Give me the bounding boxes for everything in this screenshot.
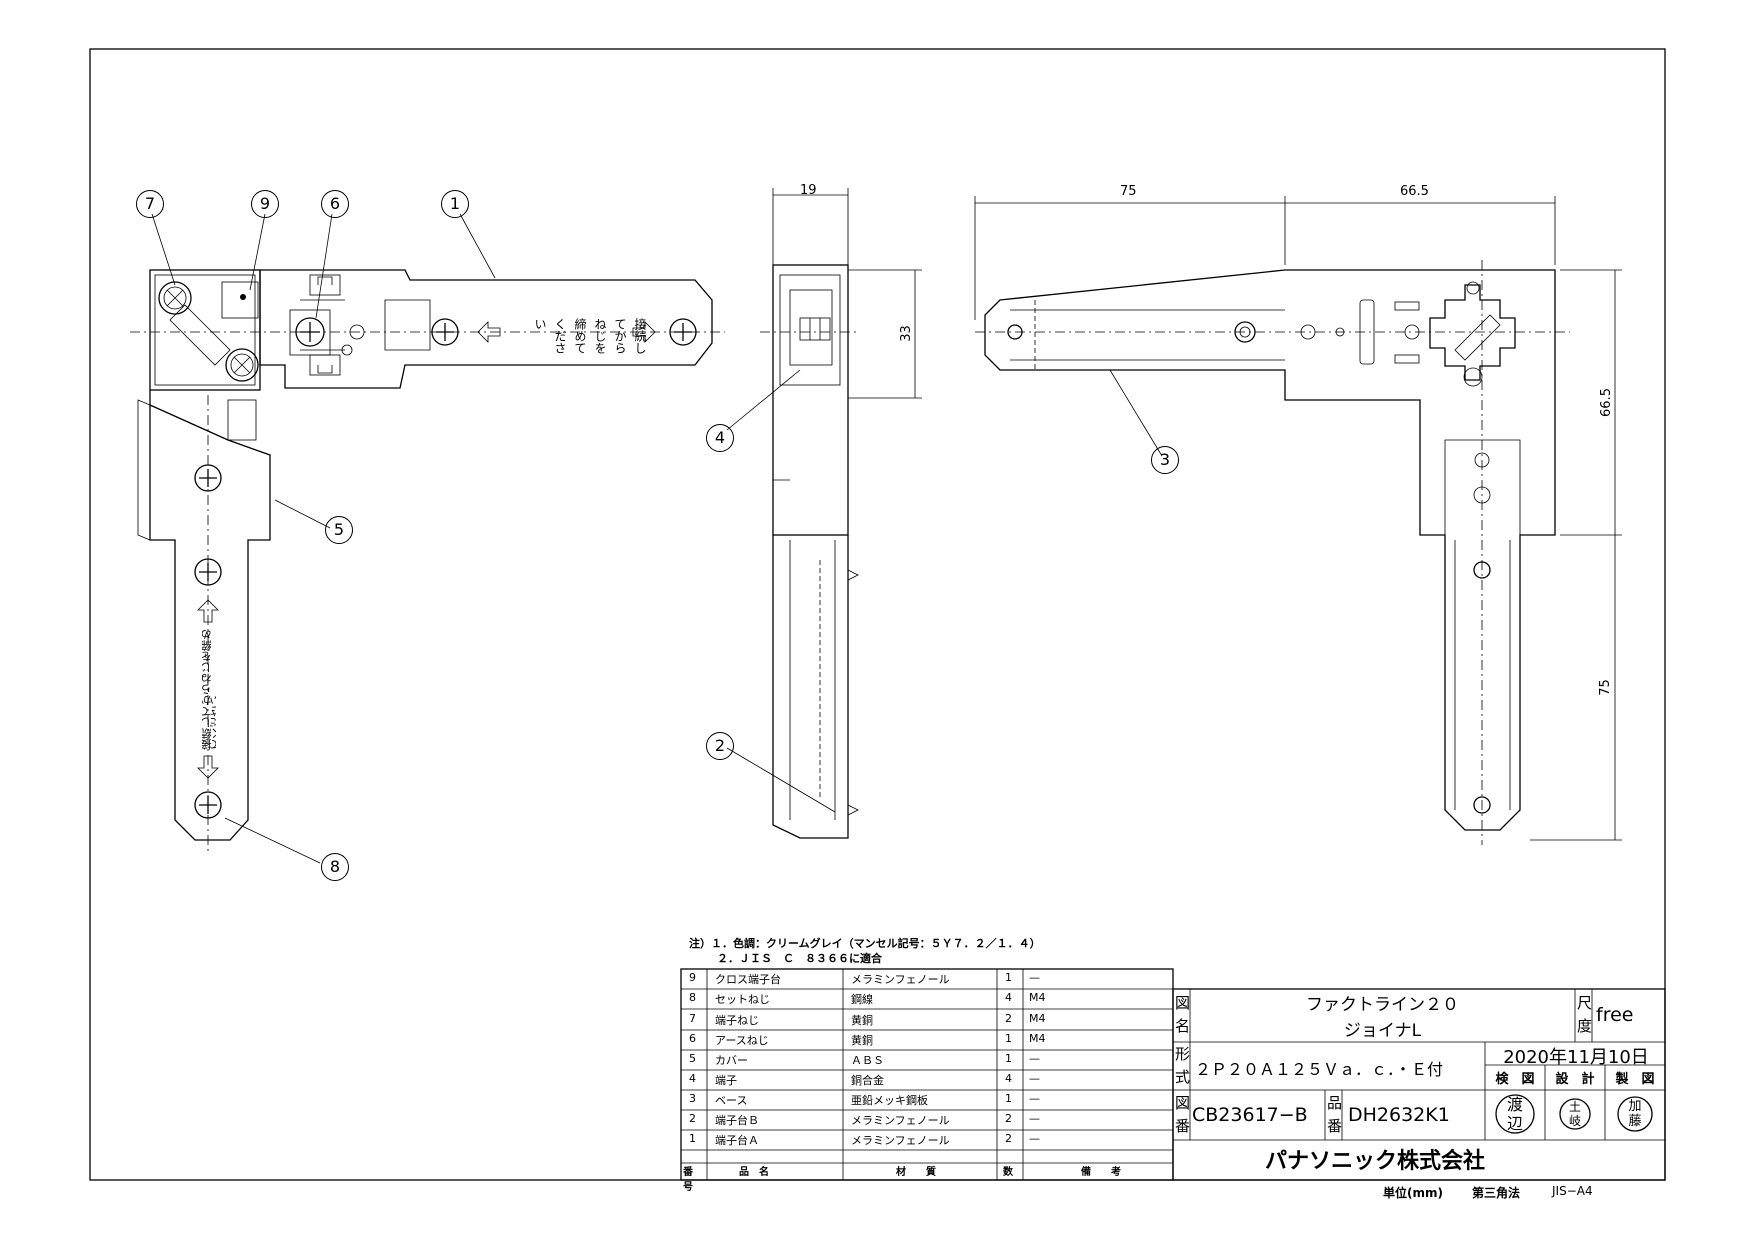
front-instruction-text-v: 接続してからねじを締めてください	[202, 629, 216, 750]
title-line-2: ジョイナL	[1343, 1021, 1422, 1041]
label-scale: 尺度	[1577, 994, 1593, 1035]
front-instruction-text-h: 接続し てから ねじを 締めて くださ い	[533, 317, 647, 354]
scale-value: free	[1596, 1004, 1634, 1026]
footer-unit: 単位(mm)	[1383, 1186, 1443, 1200]
instruction-col-1: 接続し	[633, 317, 647, 354]
notes: 注）１．色調：クリームグレイ（マンセル記号：５Ｙ７．２／１．４） ２．ＪＩＳ Ｃ…	[689, 936, 1041, 966]
dim-side-width: 19	[800, 183, 817, 198]
callout-5: 5	[325, 516, 353, 544]
stamp-toki: 土岐	[1568, 1100, 1581, 1128]
instruction-col-6: い	[533, 318, 547, 330]
table-grid	[680, 968, 1666, 1181]
sign-header-check: 検 図	[1495, 1072, 1535, 1087]
part-no: DH2632K1	[1348, 1104, 1450, 1126]
callout-7: 7	[136, 190, 164, 218]
dim-top-left: 75	[1120, 184, 1137, 199]
company-name: パナソニック株式会社	[1264, 1149, 1485, 1174]
label-zumei: 図名	[1175, 994, 1191, 1035]
callout-1: 1	[441, 190, 469, 218]
callout-8: 8	[321, 853, 349, 881]
front-view	[130, 269, 725, 855]
note-line-2: ２．ＪＩＳ Ｃ ８３６６に適合	[717, 952, 882, 965]
dim-vert-lower: 75	[1597, 679, 1613, 696]
dim-top-right: 66.5	[1400, 184, 1429, 199]
sign-header-draw: 製 図	[1615, 1072, 1655, 1087]
callout-4: 4	[706, 424, 734, 452]
footer-size: JIS−A4	[1552, 1184, 1593, 1198]
footer-projection: 第三角法	[1472, 1186, 1521, 1200]
stamp-kato: 加藤	[1628, 1099, 1642, 1129]
dim-vert-upper: 66.5	[1598, 388, 1614, 417]
sign-header-design: 設 計	[1555, 1072, 1595, 1087]
side-view	[760, 264, 860, 839]
instruction-col-2: てから	[613, 318, 627, 354]
callout-6: 6	[321, 190, 349, 218]
right-view	[975, 260, 1570, 845]
label-type: 形式	[1175, 1045, 1191, 1086]
callout-3: 3	[1151, 446, 1179, 474]
dimension-lines	[772, 188, 1622, 841]
drawing-no: CB23617−B	[1192, 1104, 1308, 1126]
type-value: ２Ｐ２０Ａ１２５Ｖａ．ｃ．・Ｅ付	[1195, 1060, 1444, 1079]
stamp-watanabe: 渡辺	[1506, 1095, 1523, 1133]
instruction-col-3: ねじを	[593, 318, 607, 354]
callout-leaders	[151, 213, 1163, 864]
callout-9: 9	[251, 190, 279, 218]
title-line-1: ファクトライン２０	[1306, 995, 1459, 1015]
label-part-no: 品番	[1327, 1094, 1343, 1135]
note-line-1: 注）１．色調：クリームグレイ（マンセル記号：５Ｙ７．２／１．４）	[689, 937, 1041, 950]
callout-2: 2	[706, 732, 734, 760]
date: 2020年11月10日	[1503, 1047, 1649, 1068]
dim-side-height: 33	[898, 325, 914, 342]
label-drawing-no: 図番	[1175, 1094, 1191, 1135]
instruction-col-5: くださ	[553, 318, 567, 354]
instruction-col-4: 締めて	[573, 317, 587, 354]
